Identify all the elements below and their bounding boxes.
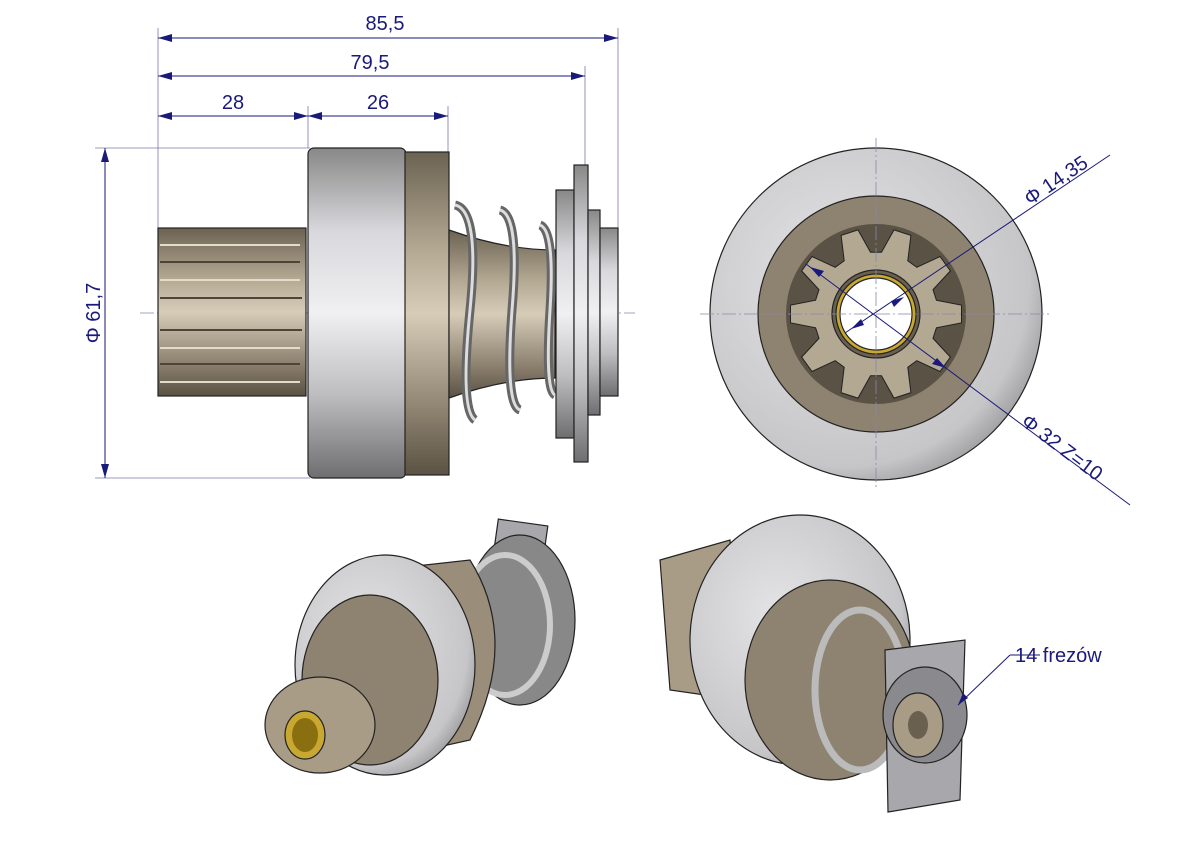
splines-annotation: 14 frezów bbox=[957, 645, 1102, 706]
shaft-end bbox=[599, 227, 619, 397]
clutch-housing bbox=[307, 147, 407, 479]
side-view bbox=[140, 147, 635, 479]
flange-plate bbox=[573, 164, 589, 463]
dimension-outer-diameter: Φ 61,7 bbox=[83, 147, 310, 479]
dimension-length-to-flange: 79,5 bbox=[158, 52, 586, 165]
isometric-view-left bbox=[264, 518, 576, 776]
overall-length-label: 85,5 bbox=[366, 13, 405, 35]
length-to-flange-label: 79,5 bbox=[351, 52, 390, 74]
isometric-view-right bbox=[659, 514, 968, 813]
outer-diameter-label: Φ 61,7 bbox=[83, 283, 105, 343]
bore-diameter-label: Φ 14,35 bbox=[1020, 152, 1092, 210]
spring-highlight bbox=[454, 203, 557, 422]
clutch-length-label: 26 bbox=[367, 92, 389, 114]
dimension-pinion-length: 28 26 bbox=[158, 92, 449, 152]
thrust-washer bbox=[555, 189, 575, 439]
clutch-collar bbox=[404, 151, 450, 476]
retainer bbox=[587, 209, 601, 416]
pinion-length-label: 28 bbox=[222, 92, 244, 114]
pinion-teeth bbox=[157, 227, 307, 397]
dimension-overall-length: 85,5 bbox=[157, 13, 619, 250]
pinion-diameter-label: Φ 32 Z=10 bbox=[1017, 410, 1106, 485]
front-view: Φ 14,35 Φ 32 Z=10 bbox=[700, 138, 1131, 506]
splines-label: 14 frezów bbox=[1015, 645, 1102, 667]
